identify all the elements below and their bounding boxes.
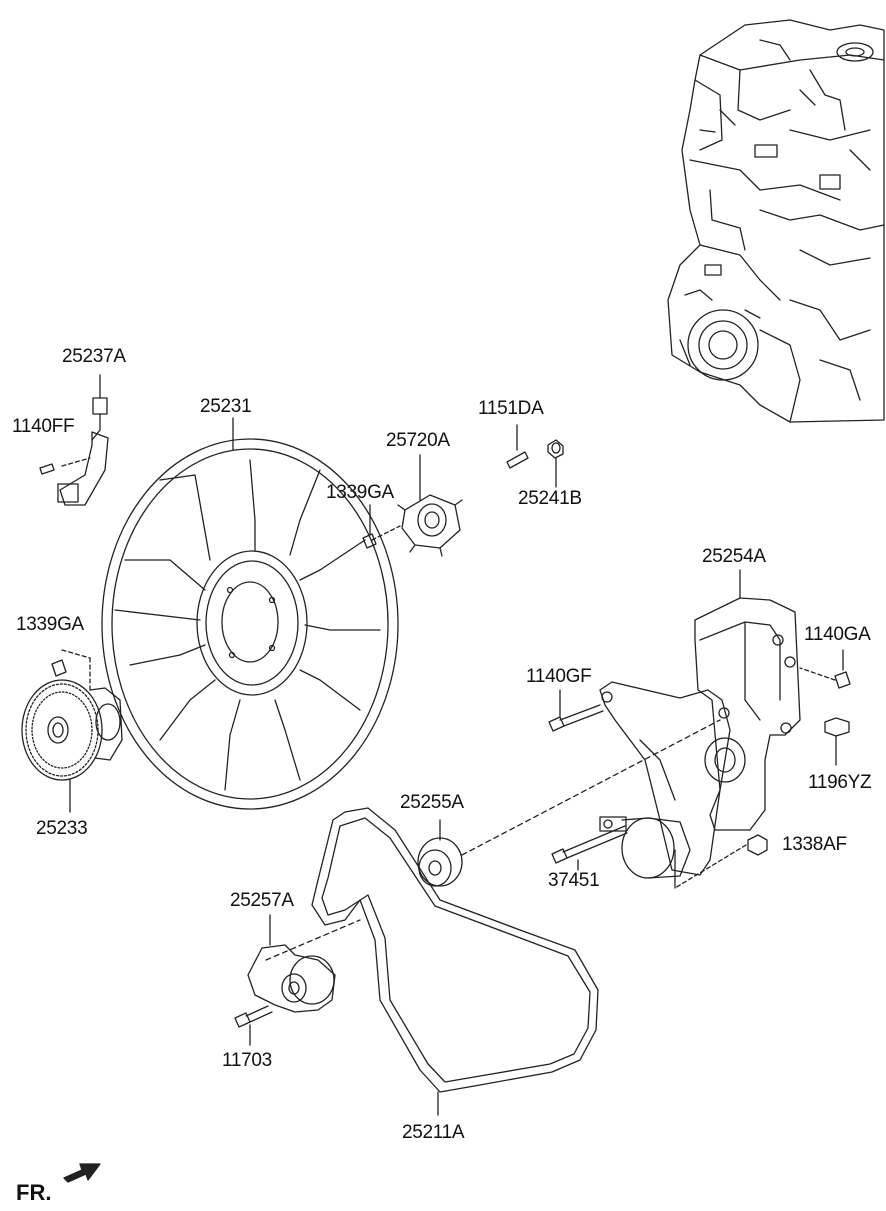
front-direction-arrow-icon (63, 1163, 101, 1183)
tensioner-25257A (247, 914, 361, 1013)
part-label-1151DA[interactable]: 1151DA (478, 398, 544, 419)
part-label-1140GF[interactable]: 1140GF (526, 666, 592, 687)
bracket-25254A (599, 569, 801, 876)
part-label-1339GA-left[interactable]: 1339GA (16, 614, 84, 635)
drive-belt-25211A (311, 807, 599, 1116)
stud-1151DA (506, 424, 564, 488)
idler-pulley-25255A (417, 719, 721, 887)
part-label-1140GA[interactable]: 1140GA (804, 624, 871, 645)
part-label-25241B[interactable]: 25241B (518, 488, 582, 509)
bolt-1196YZ (824, 717, 850, 766)
part-label-37451[interactable]: 37451 (548, 870, 600, 891)
part-label-1140FF[interactable]: 1140FF (12, 416, 75, 437)
bolt-1140GF (548, 689, 604, 732)
part-label-25231[interactable]: 25231 (200, 396, 252, 417)
part-label-25255A[interactable]: 25255A (400, 792, 464, 813)
bolt-1140GA (799, 649, 851, 689)
engine-block (667, 19, 885, 423)
part-label-1339GA-top[interactable]: 1339GA (326, 482, 394, 503)
part-label-25237A[interactable]: 25237A (62, 346, 126, 367)
part-label-11703[interactable]: 11703 (222, 1050, 272, 1071)
part-label-25257A[interactable]: 25257A (230, 890, 294, 911)
part-label-1196YZ[interactable]: 1196YZ (808, 772, 872, 793)
bolt-11703 (234, 1005, 273, 1046)
front-direction-label: FR. (16, 1180, 52, 1205)
sensor-25237A (39, 374, 109, 506)
part-label-25211A[interactable]: 25211A (402, 1122, 465, 1143)
nut-1338AF (674, 834, 768, 889)
part-label-1338AF[interactable]: 1338AF (782, 834, 847, 855)
part-label-25720A[interactable]: 25720A (386, 430, 450, 451)
part-label-25233[interactable]: 25233 (36, 818, 88, 839)
cooling-fan-25231 (101, 417, 399, 810)
part-label-25254A[interactable]: 25254A (702, 546, 766, 567)
hub-25720A (362, 454, 463, 557)
pulley-37451 (551, 816, 691, 879)
fan-clutch-25233 (21, 649, 123, 813)
